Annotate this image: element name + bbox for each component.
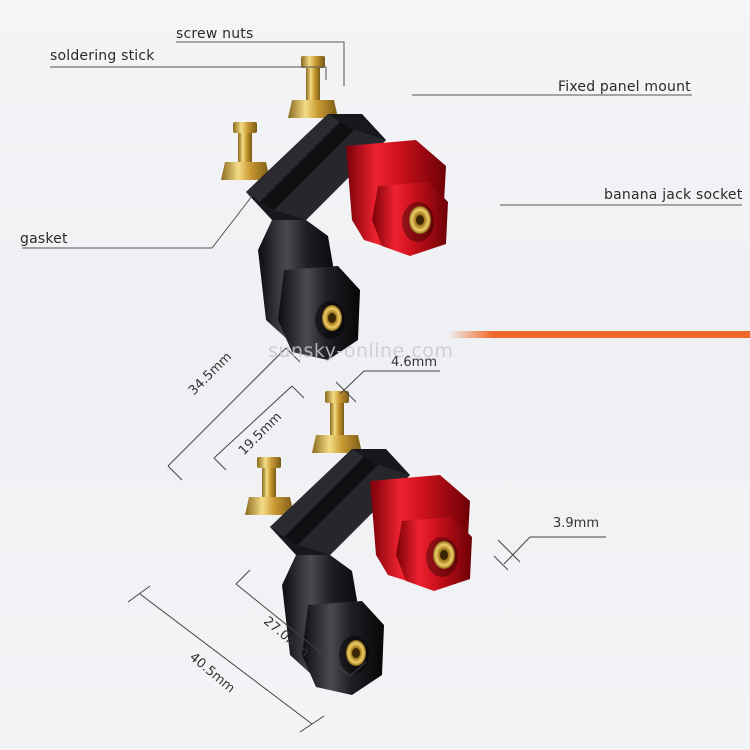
accent-stripe — [448, 331, 750, 338]
label-gasket: gasket — [20, 231, 68, 247]
label-soldering-stick: soldering stick — [50, 48, 155, 64]
binding-post-top — [221, 56, 448, 360]
label-banana-jack-socket: banana jack socket — [604, 187, 743, 203]
binding-post-bottom — [245, 391, 472, 695]
dimension-4-6mm: 4.6mm — [391, 355, 438, 370]
dimension-3-9mm: 3.9mm — [553, 516, 600, 531]
label-fixed-panel-mount: Fixed panel mount — [558, 79, 691, 95]
label-screw-nuts: screw nuts — [176, 26, 254, 42]
leader-lines — [22, 41, 742, 249]
watermark: sunsky-online.com — [268, 340, 454, 362]
dimension-lines — [127, 347, 606, 733]
